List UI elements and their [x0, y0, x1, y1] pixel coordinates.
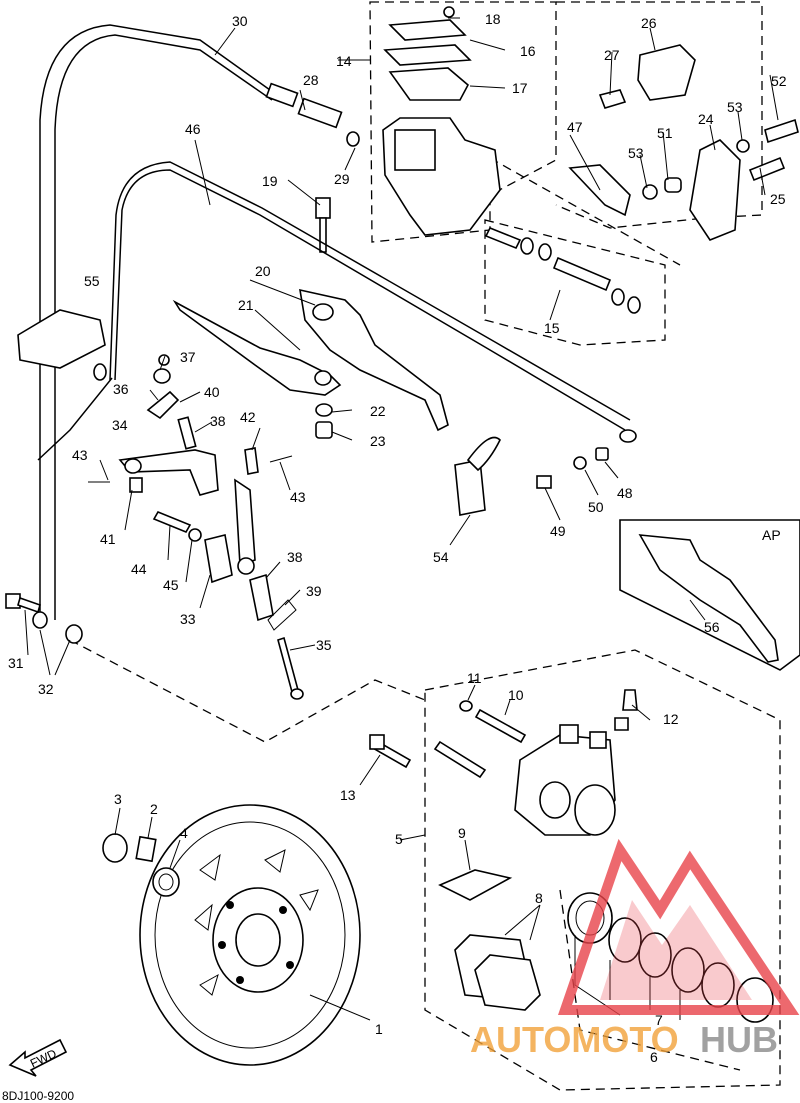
callout-39: 39: [306, 583, 322, 599]
callout-14: 14: [336, 53, 352, 69]
callout-9: 9: [458, 825, 466, 841]
circlip-collar-washer: [102, 833, 180, 897]
callout-34: 34: [112, 417, 128, 433]
callout-28: 28: [303, 72, 319, 88]
callout-23: 23: [370, 433, 386, 449]
callout-38a: 38: [210, 413, 226, 429]
callout-52: 52: [771, 73, 787, 89]
callout-31: 31: [8, 655, 24, 671]
master-cylinder: [315, 6, 641, 314]
rear-brake-linkage: [5, 354, 304, 700]
callout-38b: 38: [287, 549, 303, 565]
watermark-logo: [557, 838, 800, 1015]
callout-17: 17: [512, 80, 528, 96]
leader-lines: [24, 17, 779, 1021]
callout-53a: 53: [727, 99, 743, 115]
watermark-text-gray: HUB: [700, 1019, 778, 1060]
callout-21: 21: [238, 297, 254, 313]
callout-6: 6: [650, 1049, 658, 1065]
watermark-text-orange: AUTOMOTO: [470, 1019, 679, 1060]
ap-label: AP: [762, 527, 781, 543]
callout-16: 16: [520, 43, 536, 59]
callout-11: 11: [467, 670, 482, 686]
callout-51: 51: [657, 125, 673, 141]
callout-43b: 43: [290, 489, 306, 505]
callout-26: 26: [641, 15, 657, 31]
cables: [37, 24, 637, 620]
callout-37: 37: [180, 349, 196, 365]
callout-33: 33: [180, 611, 196, 627]
callout-42: 42: [240, 409, 256, 425]
callout-44: 44: [131, 561, 147, 577]
callout-45: 45: [163, 577, 179, 593]
callout-4: 4: [180, 825, 188, 841]
callout-35: 35: [316, 637, 332, 653]
misc-small-parts: [454, 436, 609, 516]
callout-3: 3: [114, 791, 122, 807]
callout-2: 2: [150, 801, 158, 817]
cable-bracket: [17, 309, 106, 369]
brake-lever: [172, 288, 449, 439]
callout-1: 1: [375, 1021, 383, 1037]
callout-41: 41: [100, 531, 116, 547]
callout-54: 54: [433, 549, 449, 565]
callout-22: 22: [370, 403, 386, 419]
callout-36: 36: [113, 381, 129, 397]
callout-25: 25: [770, 191, 786, 207]
callout-49: 49: [550, 523, 566, 539]
callout-24: 24: [698, 111, 714, 127]
callout-18: 18: [485, 11, 501, 27]
fwd-arrow-icon: [8, 1038, 68, 1077]
callout-40: 40: [204, 384, 220, 400]
brake-pads: [438, 869, 541, 1011]
callout-50: 50: [588, 499, 604, 515]
callout-7: 7: [655, 1012, 663, 1028]
dashed-group-outlines: [69, 1, 781, 1091]
callout-43a: 43: [72, 447, 88, 463]
callout-47: 47: [567, 119, 583, 135]
diagram-code: 8DJ100-9200: [2, 1089, 74, 1103]
fwd-label: FWD: [28, 1046, 59, 1070]
callout-10: 10: [508, 687, 524, 703]
callout-56: 56: [704, 619, 720, 635]
callout-12: 12: [663, 711, 679, 727]
brake-light-switch: [568, 44, 799, 241]
callout-5: 5: [395, 831, 403, 847]
callout-32: 32: [38, 681, 54, 697]
callout-46: 46: [185, 121, 201, 137]
callout-48: 48: [617, 485, 633, 501]
callout-labels: 1 2 3 4 5 6 7 8 9 10 11 12 13 14 15 16 1…: [2, 11, 787, 1103]
brake-caliper: [369, 689, 638, 836]
watermark: AUTOMOTO HUB: [470, 838, 800, 1060]
callout-13: 13: [340, 787, 356, 803]
callout-8: 8: [535, 890, 543, 906]
callout-20: 20: [255, 263, 271, 279]
callout-29: 29: [334, 171, 350, 187]
ap-inset: [619, 519, 800, 671]
callout-55: 55: [84, 273, 100, 289]
callout-27: 27: [604, 47, 620, 63]
callout-19: 19: [262, 173, 278, 189]
callout-53b: 53: [628, 145, 644, 161]
callout-15: 15: [544, 320, 560, 336]
callout-30: 30: [232, 13, 248, 29]
brake-disc: [139, 804, 361, 1066]
